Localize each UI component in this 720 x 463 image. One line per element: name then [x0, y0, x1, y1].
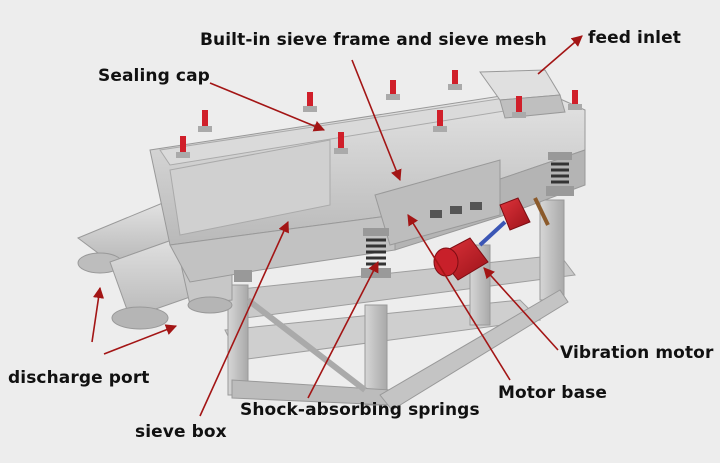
vibration-motor — [433, 197, 550, 281]
clamp-handle — [568, 90, 582, 110]
clamp-handle — [448, 70, 462, 90]
arrow-sieve-frame — [351, 59, 402, 182]
label-motor-base: Motor base — [498, 383, 607, 403]
label-sealing-cap: Sealing cap — [98, 66, 210, 86]
clamp-handles — [176, 70, 582, 158]
label-shock-absorbing-springs: Shock-absorbing springs — [240, 400, 480, 420]
clamp-handle — [198, 110, 212, 132]
arrow-vibration-motor — [483, 267, 559, 351]
label-vibration-motor: Vibration motor — [560, 343, 714, 363]
label-sieve-box: sieve box — [135, 422, 227, 442]
sieve-box-body — [149, 89, 586, 283]
arrow-discharge-port-right — [103, 324, 178, 355]
clamp-handle — [176, 136, 190, 158]
label-discharge-port: discharge port — [8, 368, 150, 388]
arrow-sealing-cap — [209, 82, 326, 132]
arrow-discharge-port-up — [91, 286, 105, 343]
clamp-handle — [303, 92, 317, 112]
arrow-sieve-box — [199, 220, 289, 417]
arrow-feed-inlet — [537, 35, 583, 75]
clamp-handle — [512, 96, 526, 118]
clamp-handle — [433, 110, 447, 132]
clamp-handle — [386, 80, 400, 100]
callout-arrows — [91, 35, 583, 417]
label-feed-inlet: feed inlet — [588, 28, 681, 48]
arrow-springs — [307, 261, 379, 399]
clamp-handle — [334, 132, 348, 154]
spring — [546, 152, 574, 196]
arrow-motor-base — [407, 214, 511, 381]
label-sieve-frame-mesh: Built-in sieve frame and sieve mesh — [200, 30, 547, 50]
spring — [234, 270, 252, 282]
